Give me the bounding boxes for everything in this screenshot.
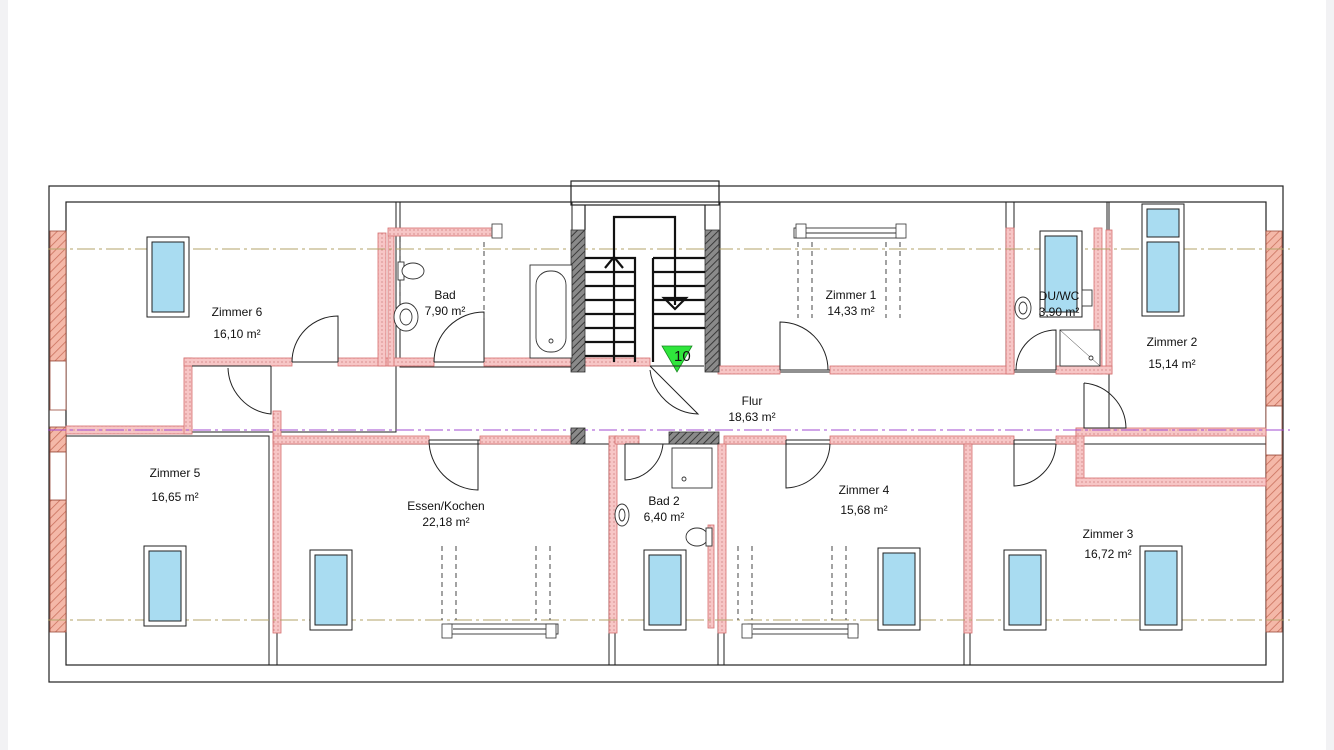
room-label-zimmer-3: Zimmer 3 16,72 m² xyxy=(1028,526,1188,562)
skylight-glass xyxy=(1146,208,1180,238)
toilet xyxy=(1081,289,1093,307)
room-label-flur: Flur 18,63 m² xyxy=(672,393,832,425)
room-area: 16,72 m² xyxy=(1084,547,1132,561)
room-label-du-wc: DU/WC 3,90 m² xyxy=(979,288,1139,320)
toilet xyxy=(685,527,709,547)
stair-marker-icon xyxy=(661,345,693,373)
room-name: Zimmer 1 xyxy=(825,288,877,302)
room-name: DU/WC xyxy=(1038,289,1080,303)
room-area: 3,90 m² xyxy=(1038,305,1080,319)
skylight-glass xyxy=(882,552,916,626)
sanitary-fixtures xyxy=(393,261,1101,547)
room-area: 6,40 m² xyxy=(643,510,685,524)
room-area: 16,65 m² xyxy=(151,490,199,504)
floor-plan xyxy=(48,180,1290,683)
exterior-wall-hatching xyxy=(49,230,1283,633)
skylights xyxy=(143,203,1185,631)
room-area: 15,14 m² xyxy=(1148,357,1196,371)
room-label-zimmer-6: Zimmer 6 16,10 m² xyxy=(157,304,317,342)
room-name: Bad xyxy=(434,288,456,302)
room-name: Zimmer 5 xyxy=(149,466,201,480)
room-name: Zimmer 2 xyxy=(1146,335,1198,349)
room-name: Zimmer 6 xyxy=(211,305,263,319)
room-area: 15,68 m² xyxy=(840,503,888,517)
room-label-zimmer-5: Zimmer 5 16,65 m² xyxy=(95,465,255,505)
room-name: Essen/Kochen xyxy=(407,499,485,513)
skylight-glass xyxy=(148,550,182,622)
shower xyxy=(671,447,713,489)
room-label-zimmer-4: Zimmer 4 15,68 m² xyxy=(784,482,944,518)
room-label-essen-kochen: Essen/Kochen 22,18 m² xyxy=(366,498,526,530)
room-name: Zimmer 3 xyxy=(1082,527,1134,541)
stair-number: 10 xyxy=(674,348,691,365)
room-label-bad: Bad 7,90 m² xyxy=(365,287,525,319)
skylight-glass xyxy=(1144,550,1178,626)
skylight-glass xyxy=(1008,554,1042,626)
room-name: Bad 2 xyxy=(648,494,680,508)
skylight-glass xyxy=(648,554,682,626)
room-area: 14,33 m² xyxy=(827,304,875,318)
room-label-bad-2: Bad 2 6,40 m² xyxy=(584,493,744,525)
skylight-glass xyxy=(1044,235,1078,313)
room-label-zimmer-1: Zimmer 1 14,33 m² xyxy=(771,287,931,319)
dormers xyxy=(399,227,905,635)
room-area: 16,10 m² xyxy=(213,327,261,341)
window-markers xyxy=(441,223,907,639)
room-label-zimmer-2: Zimmer 2 15,14 m² xyxy=(1092,334,1252,372)
doors xyxy=(192,311,1127,491)
staircase xyxy=(570,215,720,445)
room-name: Flur xyxy=(741,394,763,408)
skylight-glass xyxy=(151,241,185,313)
drawing-sheet: Zimmer 6 16,10 m² Bad 7,90 m² Zimmer 1 1… xyxy=(8,0,1326,750)
room-area: 22,18 m² xyxy=(422,515,470,529)
room-name: Zimmer 4 xyxy=(838,483,890,497)
skylight-glass xyxy=(1146,241,1180,313)
room-area: 18,63 m² xyxy=(728,410,776,424)
interior-walls xyxy=(65,227,1267,634)
room-area: 7,90 m² xyxy=(424,304,466,318)
skylight-glass xyxy=(314,554,348,626)
